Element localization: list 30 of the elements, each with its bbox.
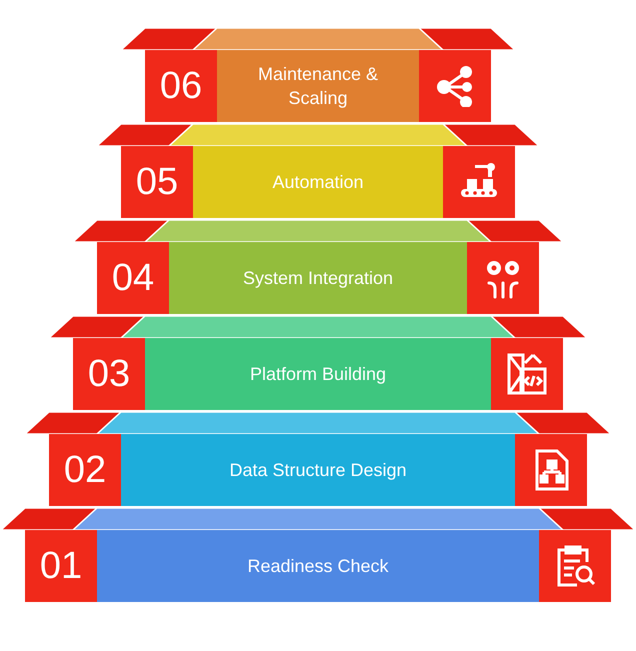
icon-box xyxy=(539,530,611,602)
step-number-box xyxy=(73,338,145,410)
icon-box xyxy=(419,50,491,122)
step-title: System Integration xyxy=(242,266,394,290)
step-number: 04 xyxy=(112,256,154,300)
step-band xyxy=(169,242,467,314)
step-number-box xyxy=(121,146,193,218)
step-band xyxy=(193,146,443,218)
step-title: Automation xyxy=(272,170,364,194)
step-band xyxy=(145,338,491,410)
step-title: Maintenance & Scaling xyxy=(256,62,380,110)
step-number: 06 xyxy=(160,64,202,108)
step-number-box xyxy=(97,242,169,314)
step-number: 05 xyxy=(136,160,178,204)
step-number-box xyxy=(25,530,97,602)
icon-box xyxy=(491,338,563,410)
icon-box xyxy=(467,242,539,314)
step-number: 03 xyxy=(88,352,130,396)
step-number: 02 xyxy=(64,448,106,492)
step-band xyxy=(97,530,539,602)
step-number-box xyxy=(49,434,121,506)
step-title: Platform Building xyxy=(250,362,386,386)
step-title: Readiness Check xyxy=(247,554,389,578)
step-number-box xyxy=(145,50,217,122)
step-band xyxy=(217,50,419,122)
icon-box xyxy=(443,146,515,218)
step-title: Data Structure Design xyxy=(229,458,407,482)
step-number: 01 xyxy=(40,544,82,588)
step-band xyxy=(121,434,515,506)
icon-box xyxy=(515,434,587,506)
